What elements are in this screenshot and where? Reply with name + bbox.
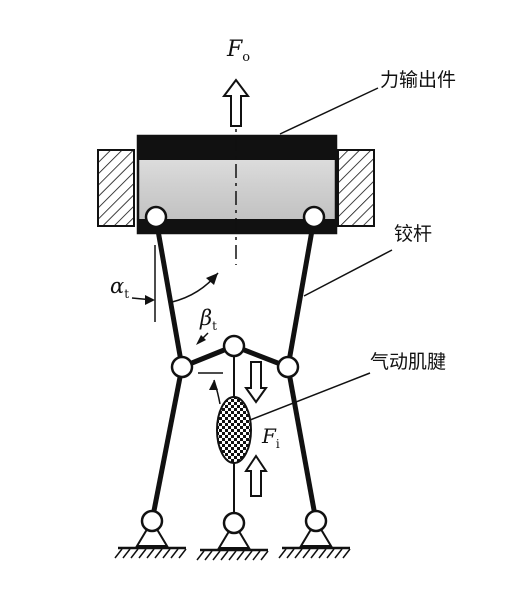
left-hinge-rods	[149, 218, 185, 522]
pivot-top-right	[302, 205, 326, 229]
ground-support-left	[114, 509, 187, 559]
left-wall-guide	[97, 149, 135, 227]
beta-angle-annotation	[196, 332, 223, 405]
pivot-joints	[144, 205, 326, 379]
muscle-up-arrow	[244, 454, 268, 497]
output-force-label: Fo	[226, 37, 250, 65]
force-output-block	[136, 134, 338, 235]
alpha-angle-annotation	[131, 245, 219, 322]
muscle-leader-line	[249, 372, 371, 421]
output-part-leader-line	[279, 87, 379, 135]
muscle-down-arrow	[244, 361, 268, 404]
input-force-label: Fi	[261, 424, 280, 451]
beta-angle-label: βt	[199, 306, 217, 333]
output-force-arrow	[222, 78, 250, 127]
hinge-rod-label: 铰杆	[394, 223, 432, 245]
pivot-top-left	[144, 205, 168, 229]
pivot-middle-right	[276, 355, 300, 379]
muscle-label: 气动肌腱	[370, 351, 446, 373]
alpha-angle-label: αt	[110, 274, 129, 301]
right-hinge-rods	[285, 218, 319, 522]
ground-support-right	[278, 509, 351, 559]
pivot-middle-left	[170, 355, 194, 379]
hinge-rod-leader-line	[303, 249, 393, 297]
ground-support-center	[196, 511, 269, 561]
output-part-label: 力输出件	[380, 69, 456, 91]
pneumatic-muscle	[216, 396, 252, 464]
right-wall-guide	[337, 149, 375, 227]
pivot-center	[222, 334, 246, 358]
